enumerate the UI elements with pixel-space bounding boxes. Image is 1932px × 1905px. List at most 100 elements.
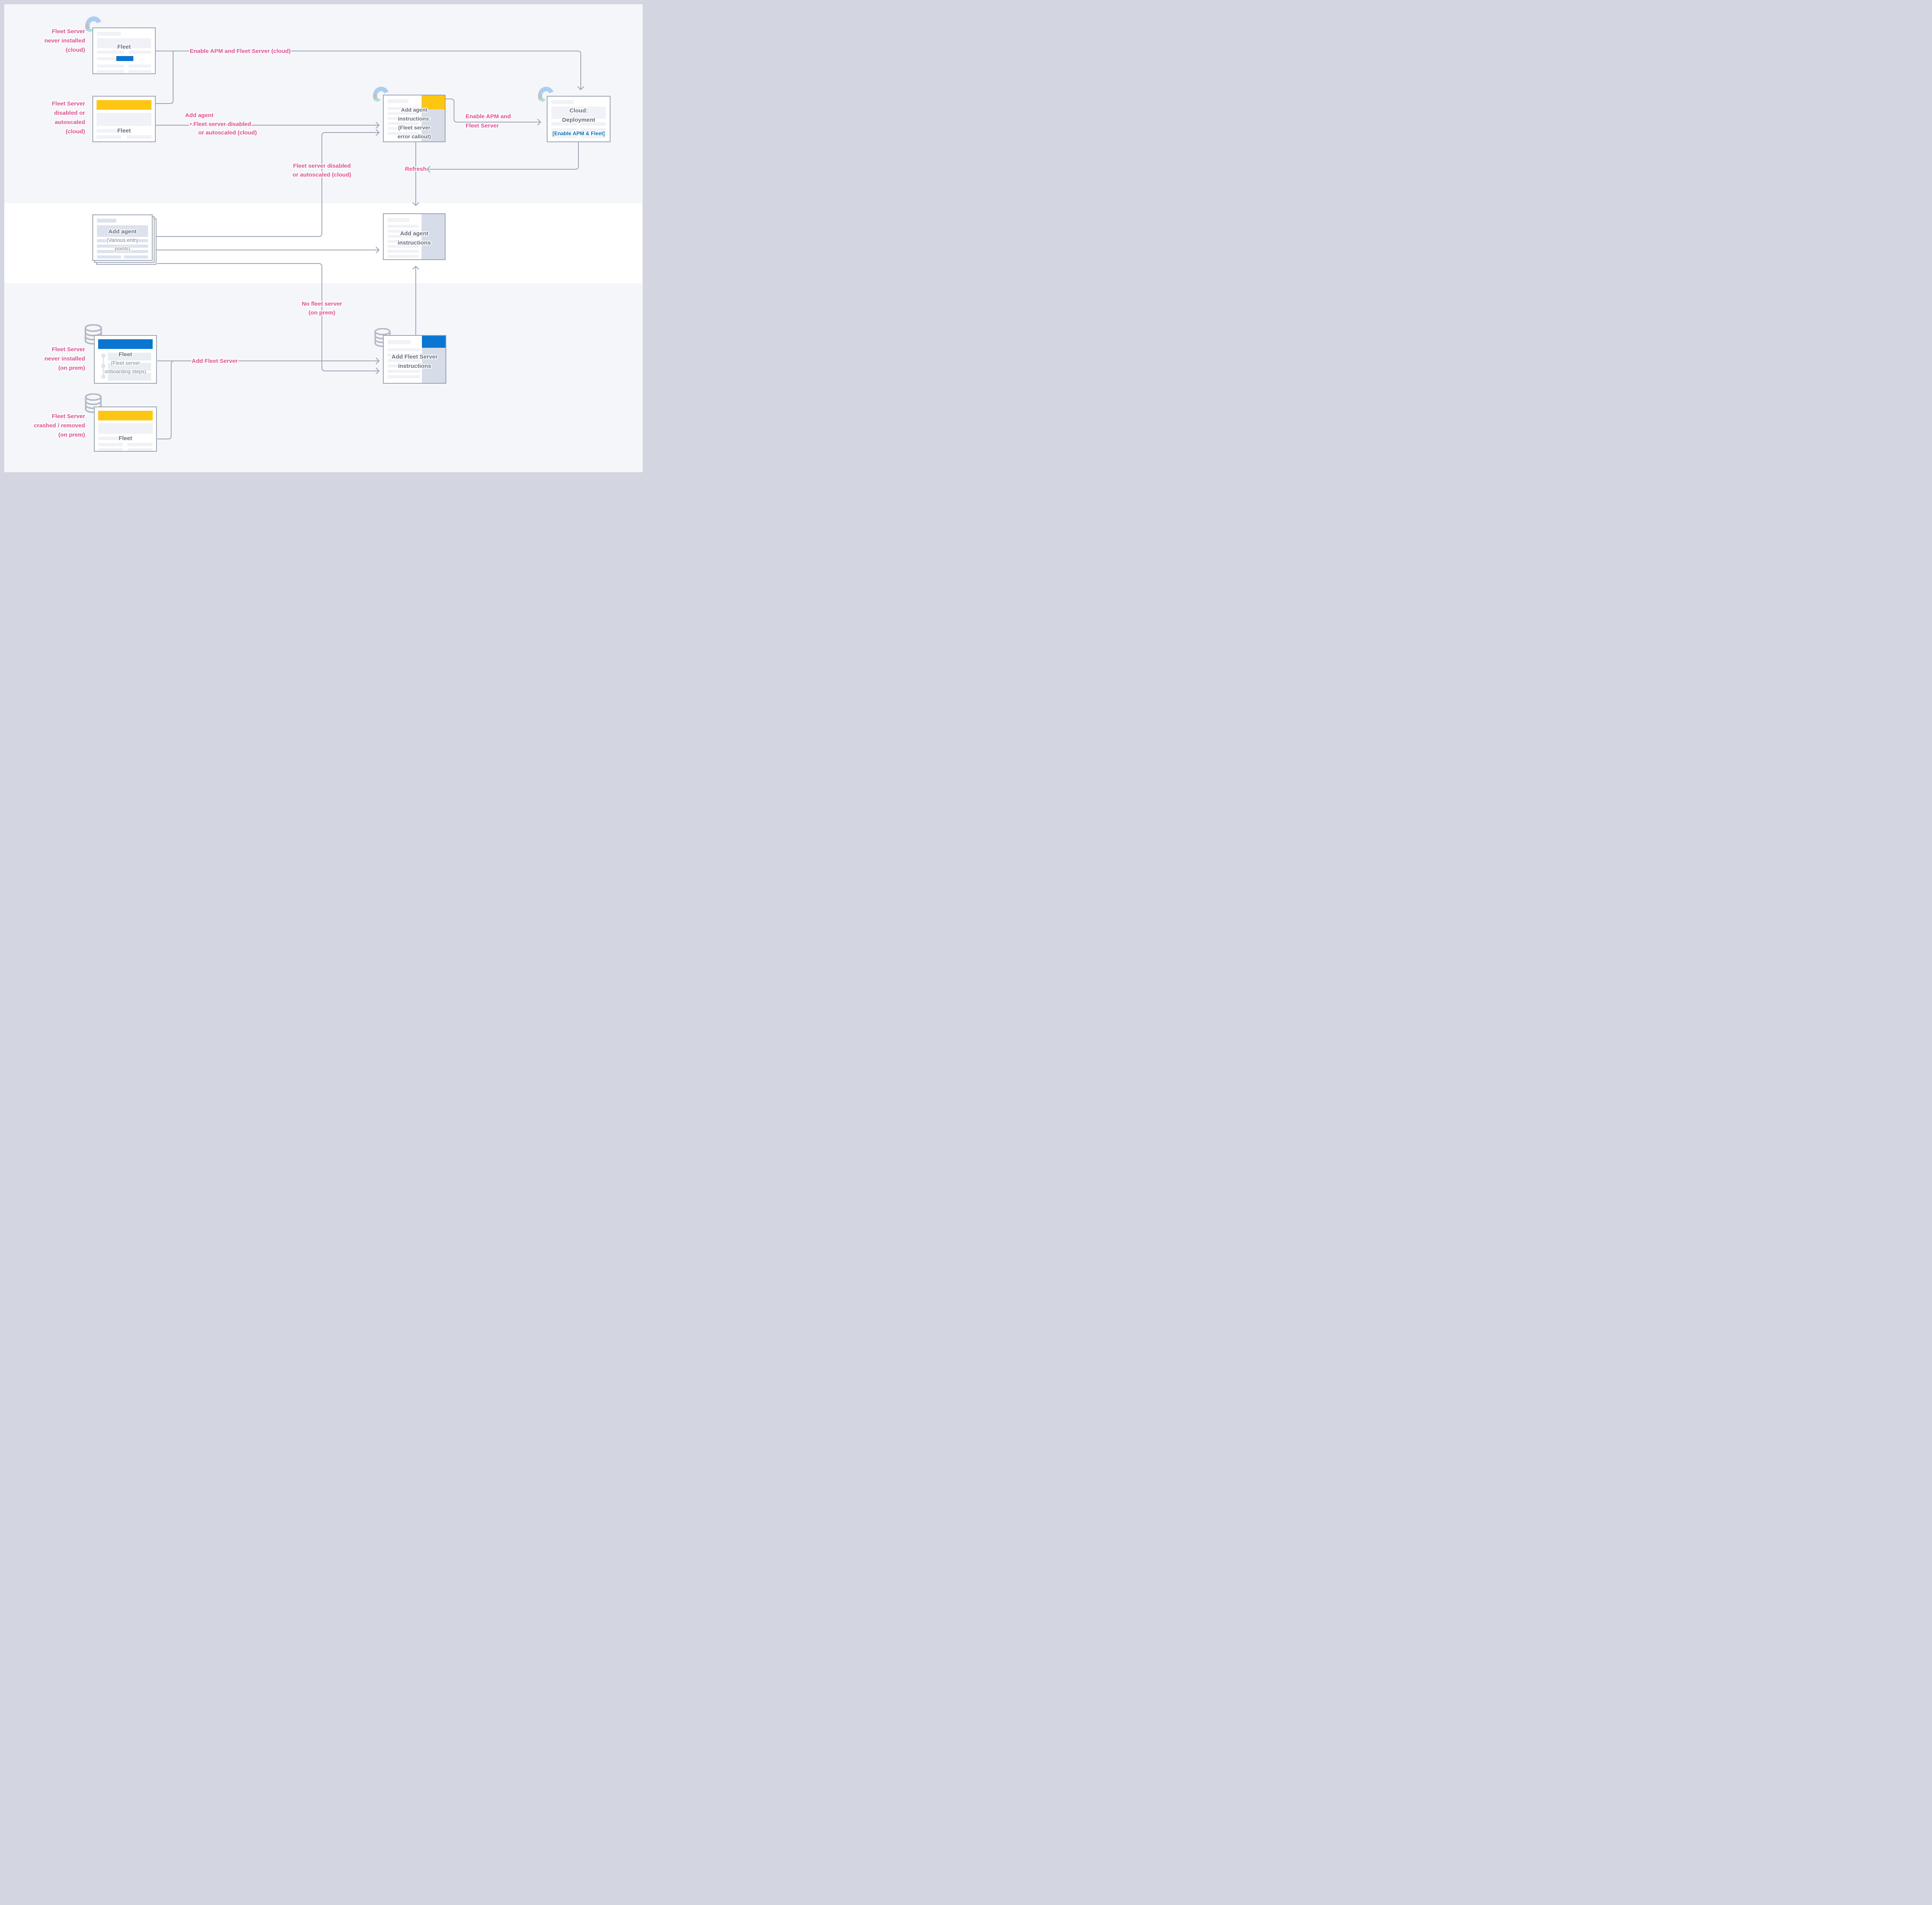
placeholder-bar	[388, 370, 420, 373]
flyout-panel	[422, 214, 445, 259]
placeholder-bar	[97, 32, 121, 36]
card-title: Add agent	[400, 230, 429, 237]
cloud-deployment-card: Cloud: Deployment [Enable APM & Fleet]	[547, 96, 611, 142]
label-enable-apm: Enable APM and Fleet Server	[466, 113, 511, 129]
placeholder-bar	[388, 348, 420, 351]
card-title: Add agent	[108, 228, 137, 235]
placeholder-bar	[97, 65, 124, 68]
fleet-server-flow-diagram: Fleet Fleet Add agent instructions: (Fle…	[0, 0, 647, 476]
label-fleet-disabled-vertical: Fleet server disabled or autoscaled (clo…	[293, 163, 351, 178]
placeholder-bar	[97, 250, 148, 253]
connector-lines	[155, 51, 584, 439]
placeholder-bar	[388, 364, 420, 367]
placeholder-bar	[388, 218, 409, 222]
card-subtitle: points)	[114, 246, 131, 252]
yellow-header	[422, 95, 445, 109]
card-title: Add Fleet Server	[391, 354, 438, 360]
blue-header	[422, 336, 446, 348]
placeholder-bar	[388, 132, 418, 135]
card-title: Deployment	[562, 117, 595, 123]
add-agent-entry-points-card: Add agent (Various entry points)	[92, 214, 153, 261]
label-onprem-crashed: Fleet Server crashed / removed (on prem)	[34, 413, 85, 438]
placeholder-bar	[388, 127, 418, 130]
placeholder-bar	[97, 38, 151, 48]
fleet-card-cloud-never-installed: Fleet	[92, 27, 156, 74]
placeholder-bar	[551, 128, 577, 132]
placeholder-bar	[97, 135, 121, 139]
placeholder-bar	[97, 219, 116, 223]
placeholder-bar	[581, 128, 606, 132]
placeholder-bar	[551, 122, 577, 126]
card-title: Fleet	[117, 44, 131, 50]
placeholder-bar	[128, 448, 153, 451]
placeholder-bar	[388, 245, 418, 248]
card-title: Add agent instructions: (Fleet server er…	[397, 107, 431, 139]
elastic-logo-icon	[538, 87, 554, 102]
placeholder-bar	[388, 375, 420, 378]
placeholder-bar	[551, 107, 606, 119]
placeholder-bar	[127, 135, 151, 139]
card-title: Fleet	[118, 435, 132, 442]
placeholder-bar	[124, 255, 148, 259]
placeholder-bar	[388, 112, 418, 115]
elastic-logo-icon	[373, 87, 389, 102]
label-add-agent-bullet: Add agent • Fleet server disabled or aut…	[185, 112, 257, 136]
card-subtitle: onboarding steps)	[104, 369, 146, 374]
placeholder-bar	[388, 230, 418, 233]
placeholder-bar	[108, 373, 151, 381]
placeholder-bar	[129, 70, 151, 73]
placeholder-bar	[388, 107, 418, 110]
placeholder-bar	[388, 99, 408, 103]
add-fleet-server-instructions-card: Add Fleet Server instructions	[383, 335, 446, 384]
add-agent-instructions-card: Add agent instructions	[383, 213, 446, 260]
fleet-card-cloud-disabled: Fleet	[92, 96, 156, 142]
fleet-card-crashed: Fleet	[94, 407, 157, 452]
placeholder-bar	[108, 353, 151, 361]
card-title: instructions	[398, 363, 431, 369]
elastic-logo-icon	[85, 16, 102, 32]
label-add-fleet-server: Add Fleet Server	[192, 358, 238, 364]
blue-banner	[98, 339, 153, 349]
label-cloud-disabled: Fleet Server disabled or autoscaled (clo…	[52, 100, 85, 135]
placeholder-bar	[581, 122, 606, 126]
label-no-fleet-server: No fleet server (on prem)	[301, 301, 342, 316]
placeholder-bar	[97, 57, 124, 60]
fleet-card-onboarding: Fleet (Fleet server onboarding steps)	[94, 335, 157, 384]
placeholder-bar	[98, 448, 123, 451]
placeholder-bar	[388, 255, 418, 258]
placeholder-bar	[97, 113, 151, 126]
stepper-dot	[101, 354, 105, 358]
label-onprem-never-installed: Fleet Server never installed (on prem)	[44, 346, 85, 371]
placeholder-bar	[97, 239, 148, 242]
placeholder-bar	[388, 117, 418, 120]
yellow-banner	[97, 100, 151, 110]
label-enable-apm-cloud: Enable APM and Fleet Server (cloud)	[190, 48, 291, 54]
placeholder-bar	[128, 443, 153, 446]
placeholder-bar	[388, 340, 411, 344]
placeholder-bar	[98, 443, 123, 446]
label-refresh: Refresh	[405, 166, 427, 172]
placeholder-bar	[108, 363, 151, 371]
enable-apm-fleet-link: [Enable APM & Fleet]	[552, 131, 605, 136]
placeholder-bar	[98, 423, 153, 434]
placeholder-bar	[388, 235, 418, 238]
stepper-dot	[101, 374, 105, 379]
card-title: Fleet	[117, 128, 131, 134]
placeholder-bar	[388, 122, 418, 125]
card-subtitle: (Various entry	[106, 237, 139, 243]
placeholder-bar	[388, 359, 420, 362]
card-title: Cloud:	[569, 107, 588, 114]
placeholder-bar	[551, 100, 574, 104]
placeholder-bar	[129, 51, 151, 54]
placeholder-bar	[97, 70, 124, 73]
placeholder-bar	[97, 51, 124, 54]
placeholder-bar	[97, 245, 148, 248]
blue-button-placeholder	[116, 56, 133, 61]
yellow-banner	[98, 411, 153, 420]
card-subtitle: (Fleet server	[111, 360, 140, 366]
placeholder-bar	[129, 65, 151, 68]
placeholder-bar	[581, 134, 606, 138]
placeholder-bar	[388, 250, 418, 253]
placeholder-bar	[388, 225, 418, 228]
label-cloud-never-installed: Fleet Server never installed (cloud)	[44, 28, 85, 53]
